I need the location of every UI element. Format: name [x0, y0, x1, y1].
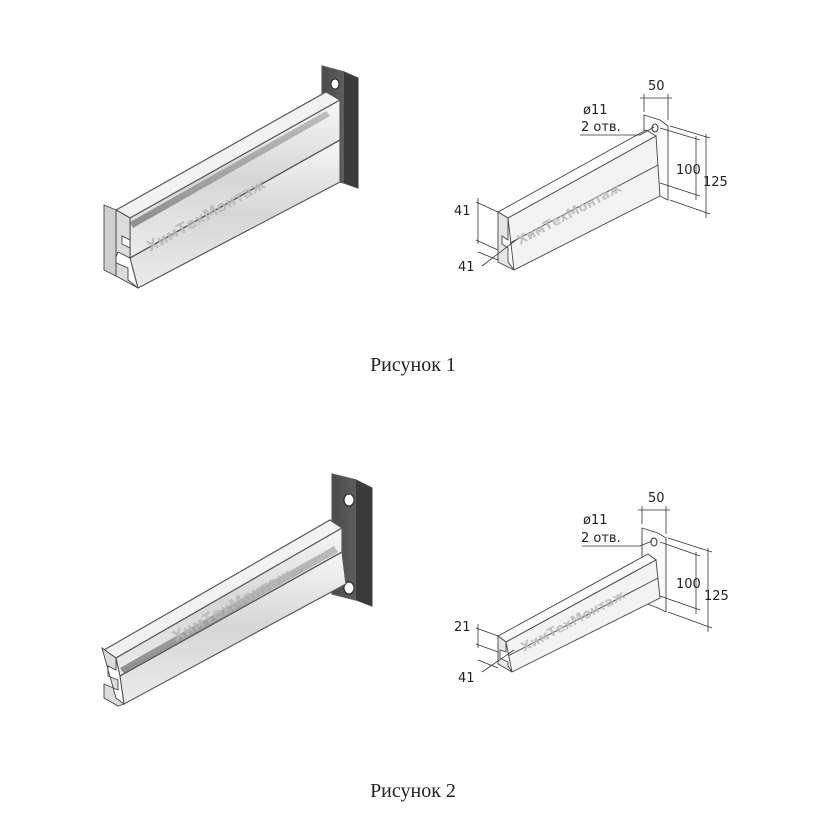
- dimension-lines: [475, 94, 711, 267]
- channel-slot: [130, 111, 330, 228]
- dim-hole-count: 2 отв.: [581, 120, 621, 135]
- figure-1-caption: Рисунок 1: [370, 354, 456, 376]
- dim-plate-height: 125: [704, 589, 729, 604]
- channel-seam: [507, 577, 659, 657]
- mount-hole: [650, 537, 658, 547]
- channel-slot: [120, 546, 338, 674]
- mount-hole: [330, 78, 340, 90]
- dim-hole-diameter: ø11: [583, 103, 608, 118]
- dimension-lines: [475, 506, 713, 673]
- mount-hole: [343, 581, 355, 595]
- figure-2-caption: Рисунок 2: [370, 780, 456, 802]
- channel-end-profile: [103, 204, 117, 277]
- dim-plate-width: 50: [648, 79, 665, 94]
- dim-profile-width: 41: [458, 260, 475, 275]
- channel-seam: [129, 139, 341, 259]
- wall-plate-side: [356, 480, 372, 606]
- figure-2-dimensioned-bracket: ХимТехМонтаж 50 ø11 2 отв. 100 125 21 41: [454, 491, 729, 686]
- channel-seam: [119, 551, 343, 677]
- dim-hole-spacing: 100: [676, 577, 701, 592]
- channel-end-profile: [497, 211, 515, 271]
- channel-front: [505, 559, 661, 673]
- figure-1-dimensioned-bracket: ХимТехМонтаж 50 ø11 2 отв. 100 125 41 41: [454, 79, 728, 275]
- dim-profile-height: 21: [454, 620, 471, 635]
- figure-2-large-bracket: ХимТехМонтаж: [101, 473, 373, 707]
- dim-profile-width: 41: [458, 671, 475, 686]
- dim-plate-height: 125: [703, 175, 728, 190]
- figure-1-large-bracket: ХимТехМонтаж: [103, 65, 359, 289]
- dim-profile-height: 41: [454, 204, 471, 219]
- channel-end-profile: [113, 209, 139, 289]
- dim-plate-width: 50: [648, 491, 665, 506]
- dim-hole-diameter: ø11: [583, 513, 608, 528]
- mount-hole: [343, 493, 355, 507]
- channel-seam: [509, 164, 659, 244]
- channel-end-profile: [497, 635, 513, 673]
- dim-hole-count: 2 отв.: [581, 531, 621, 546]
- dim-hole-spacing: 100: [676, 163, 701, 178]
- channel-front: [507, 135, 661, 271]
- channel-end-profile: [101, 646, 125, 707]
- wall-plate-side: [344, 72, 358, 188]
